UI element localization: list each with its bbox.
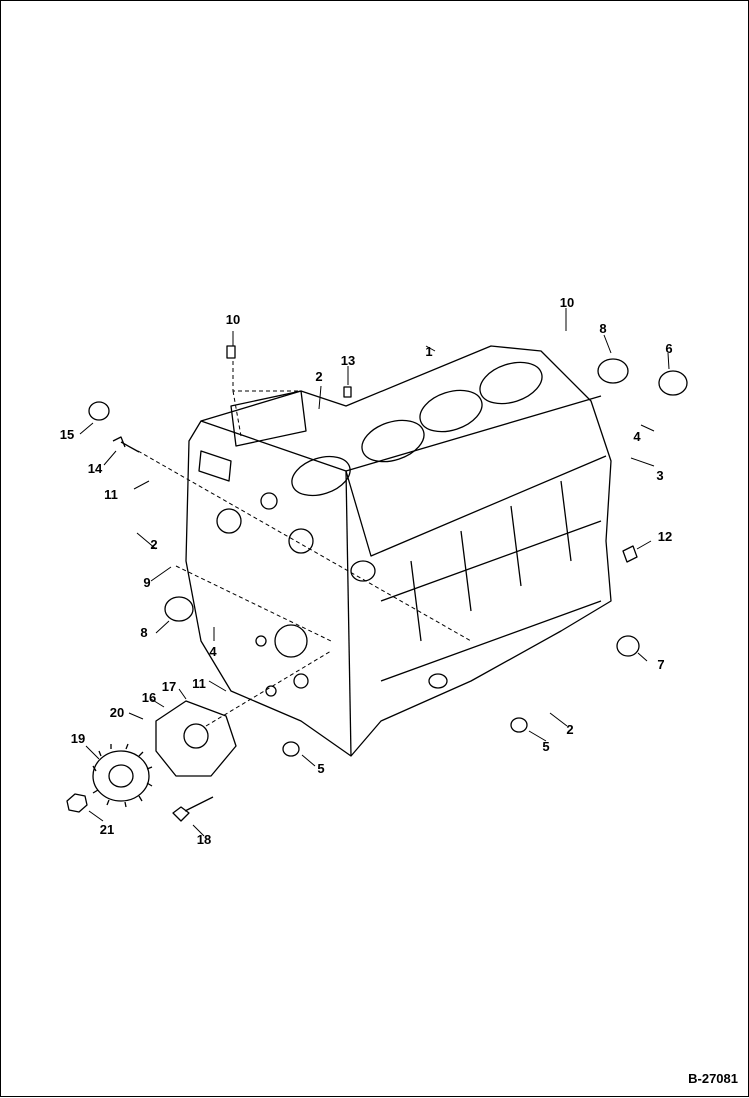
callout-labels: 1222344556788910101111121314151617181920… bbox=[60, 295, 673, 847]
callout-5: 5 bbox=[317, 761, 324, 776]
seal-7 bbox=[616, 635, 640, 657]
callout-21: 21 bbox=[100, 822, 114, 837]
callout-2: 2 bbox=[566, 722, 573, 737]
cap-6 bbox=[658, 370, 688, 396]
callout-6: 6 bbox=[665, 341, 672, 356]
plug-5b bbox=[510, 717, 528, 733]
callout-15: 15 bbox=[60, 427, 74, 442]
callout-2: 2 bbox=[315, 369, 322, 384]
oil-seal-15 bbox=[88, 401, 110, 421]
callout-13: 13 bbox=[341, 353, 355, 368]
oil-pump bbox=[155, 700, 237, 777]
callout-5: 5 bbox=[542, 739, 549, 754]
stud-14 bbox=[112, 436, 140, 453]
callout-8: 8 bbox=[140, 625, 147, 640]
callout-19: 19 bbox=[71, 731, 85, 746]
callout-4: 4 bbox=[633, 429, 641, 444]
callout-18: 18 bbox=[197, 832, 211, 847]
callout-10: 10 bbox=[560, 295, 574, 310]
callout-14: 14 bbox=[88, 461, 103, 476]
callout-12: 12 bbox=[658, 529, 672, 544]
idler-gear bbox=[92, 743, 153, 808]
callout-2: 2 bbox=[150, 537, 157, 552]
bolt bbox=[172, 796, 214, 822]
callout-11: 11 bbox=[192, 676, 206, 691]
callout-3: 3 bbox=[656, 468, 663, 483]
callout-7: 7 bbox=[657, 657, 664, 672]
plug-5a bbox=[282, 741, 300, 757]
callout-16: 16 bbox=[142, 690, 156, 705]
callout-4: 4 bbox=[209, 644, 217, 659]
callout-17: 17 bbox=[162, 679, 176, 694]
callout-8: 8 bbox=[599, 321, 606, 336]
callout-9: 9 bbox=[143, 575, 150, 590]
callout-20: 20 bbox=[110, 705, 124, 720]
pin-13 bbox=[343, 386, 352, 398]
figure-code: B-27081 bbox=[688, 1071, 738, 1086]
cylinder-block bbox=[185, 345, 612, 757]
dowel-12 bbox=[622, 545, 638, 563]
pin-10 bbox=[226, 345, 236, 359]
callout-1: 1 bbox=[425, 344, 432, 359]
callout-10: 10 bbox=[226, 312, 240, 327]
plug-8-top bbox=[597, 358, 629, 384]
callout-11: 11 bbox=[104, 487, 118, 502]
oil-seal-8 bbox=[164, 596, 194, 622]
nut bbox=[66, 793, 88, 813]
